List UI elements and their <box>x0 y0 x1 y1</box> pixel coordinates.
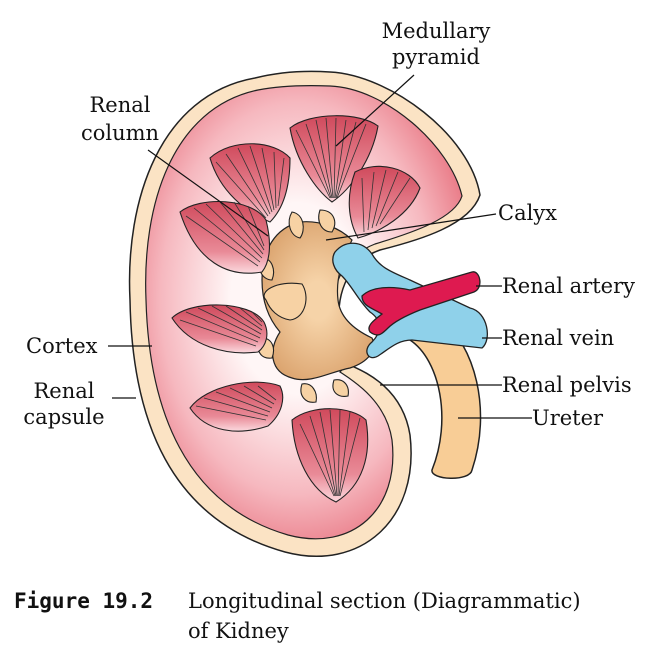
label-renal-vein: Renal vein <box>502 326 614 350</box>
pyramid-bottom <box>291 408 369 503</box>
calyces <box>257 209 349 403</box>
pyramid-striations <box>179 117 411 497</box>
caption-line-2: of Kidney <box>188 619 289 643</box>
label-renal-artery: Renal artery <box>502 274 635 298</box>
caption-line-1: Longitudinal section (Diagrammatic) <box>188 589 581 613</box>
medullary-pyramids <box>171 115 421 503</box>
leader-lines <box>108 74 532 419</box>
pyramid-mid-left <box>171 304 268 354</box>
label-renal-pelvis: Renal pelvis <box>502 373 632 397</box>
leader-medullary-pyramid <box>335 74 415 147</box>
label-calyx: Calyx <box>498 201 557 225</box>
label-renal-column-2: column <box>81 121 159 145</box>
renal-artery-shape <box>361 271 481 336</box>
label-cortex: Cortex <box>26 334 98 358</box>
ureter-tube <box>408 317 482 479</box>
label-renal-capsule-2: capsule <box>23 405 104 429</box>
pyramid-left <box>179 200 271 274</box>
pyramid-upper-left <box>209 143 291 223</box>
pyramid-upper-right <box>348 165 421 239</box>
leader-calyx <box>325 213 497 241</box>
label-medullary-pyramid: Medullary <box>382 19 491 43</box>
figure-number: Figure 19.2 <box>14 589 153 613</box>
leader-renal-column <box>147 149 269 237</box>
label-medullary-pyramid-2: pyramid <box>392 45 480 69</box>
label-renal-capsule: Renal <box>33 379 94 403</box>
label-renal-column: Renal <box>89 93 150 117</box>
label-ureter: Ureter <box>532 406 604 430</box>
